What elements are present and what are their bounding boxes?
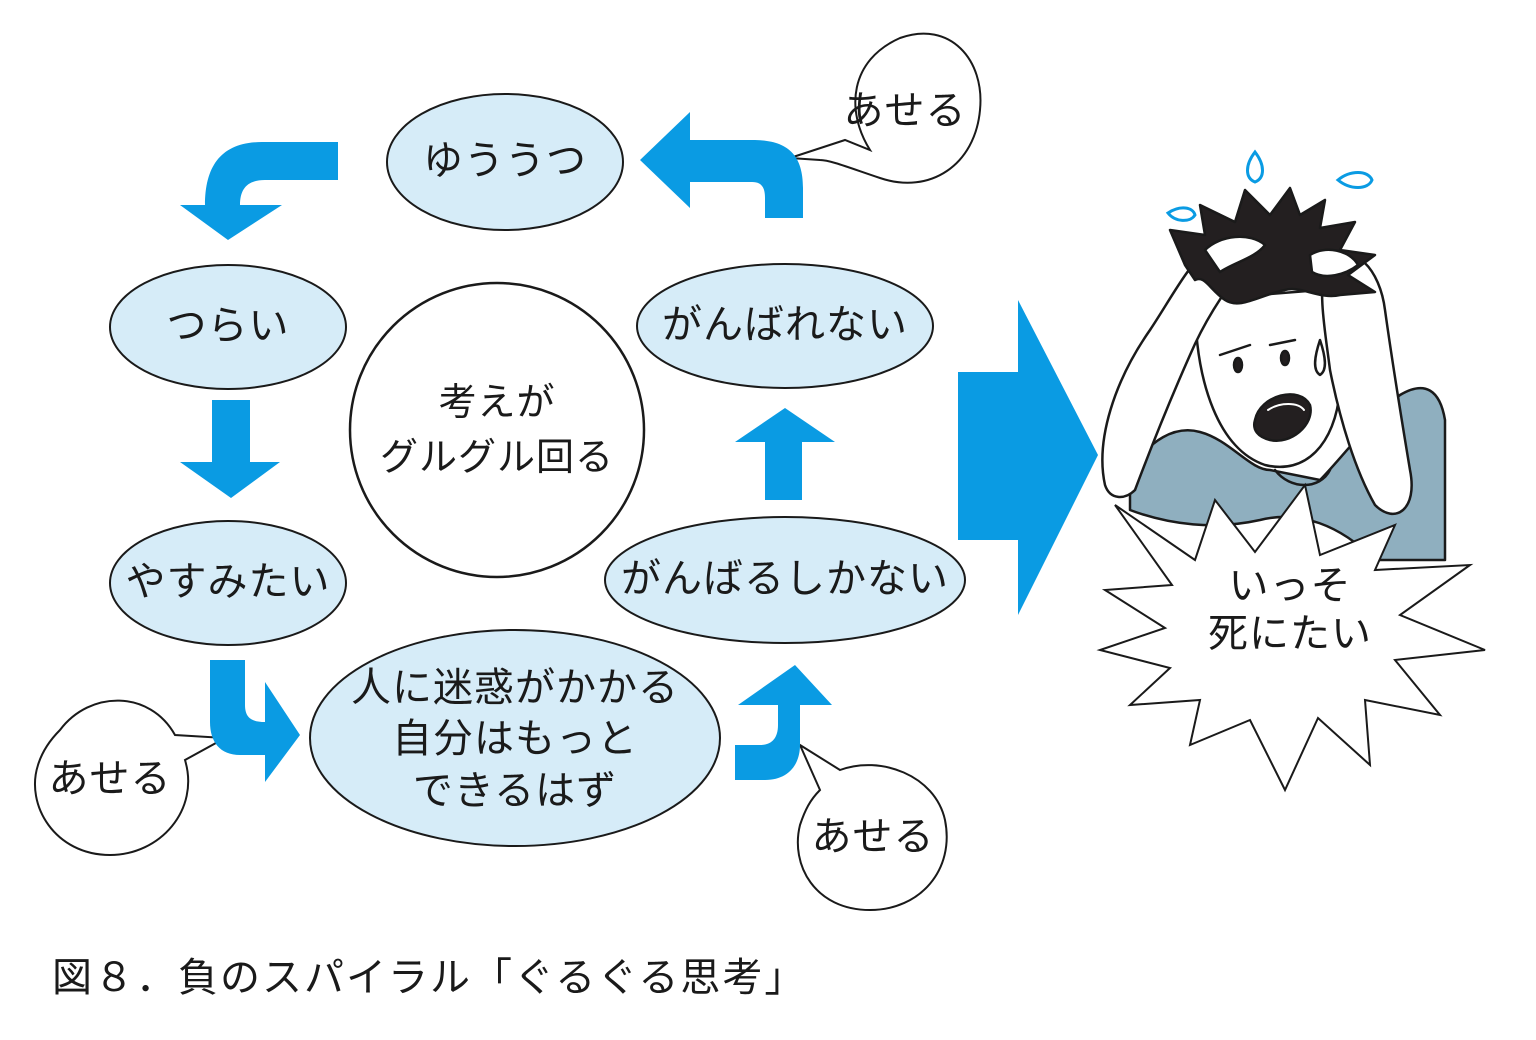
node-painful: つらい (166, 303, 290, 350)
ellipse-burden (309, 629, 721, 847)
ellipses (109, 93, 966, 847)
arrow-burden-to-must (735, 665, 832, 780)
sweat-drops (1165, 149, 1374, 222)
center-text: 考えが グルグル回る (379, 379, 614, 479)
bubble-bottom-right (796, 742, 948, 912)
node-want-rest: やすみたい (125, 559, 331, 606)
ellipse-cannot-try (636, 263, 934, 389)
ellipse-depressed (386, 93, 624, 231)
burst-shape (1096, 482, 1486, 793)
ellipse-painful (109, 264, 347, 390)
ellipse-must-try (604, 516, 966, 644)
big-arrow-right (958, 300, 1098, 615)
arrow-cannot-to-depressed (640, 112, 803, 218)
arrow-must-to-cannot (735, 408, 835, 500)
bubble-bottom-left (33, 699, 229, 857)
bubble-text-bottom-right: あせる (811, 814, 935, 861)
figure-caption: 図８．負のスパイラル「ぐるぐる思考」 (52, 955, 807, 1001)
arrow-depressed-to-painful (180, 142, 338, 240)
node-must-try: がんばるしかない (621, 556, 949, 603)
node-cannot-try: がんばれない (662, 302, 908, 349)
arrows (180, 112, 1098, 782)
bubble-text-bottom-left: あせる (48, 756, 172, 803)
arrow-painful-to-rest (180, 400, 280, 498)
bubble-top-right (789, 32, 982, 184)
burst-text: いっそ 死にたい (1208, 563, 1372, 657)
ellipse-want-rest (109, 520, 347, 646)
node-burden: 人に迷惑がかかる 自分はもっと できるはず (351, 665, 679, 814)
center-circle (348, 281, 646, 579)
node-depressed: ゆううつ (423, 138, 587, 185)
arrow-rest-to-burden (210, 660, 300, 782)
distressed-person-icon (1101, 186, 1447, 562)
bubble-text-top-right: あせる (843, 88, 967, 135)
right-arm (1320, 252, 1413, 516)
